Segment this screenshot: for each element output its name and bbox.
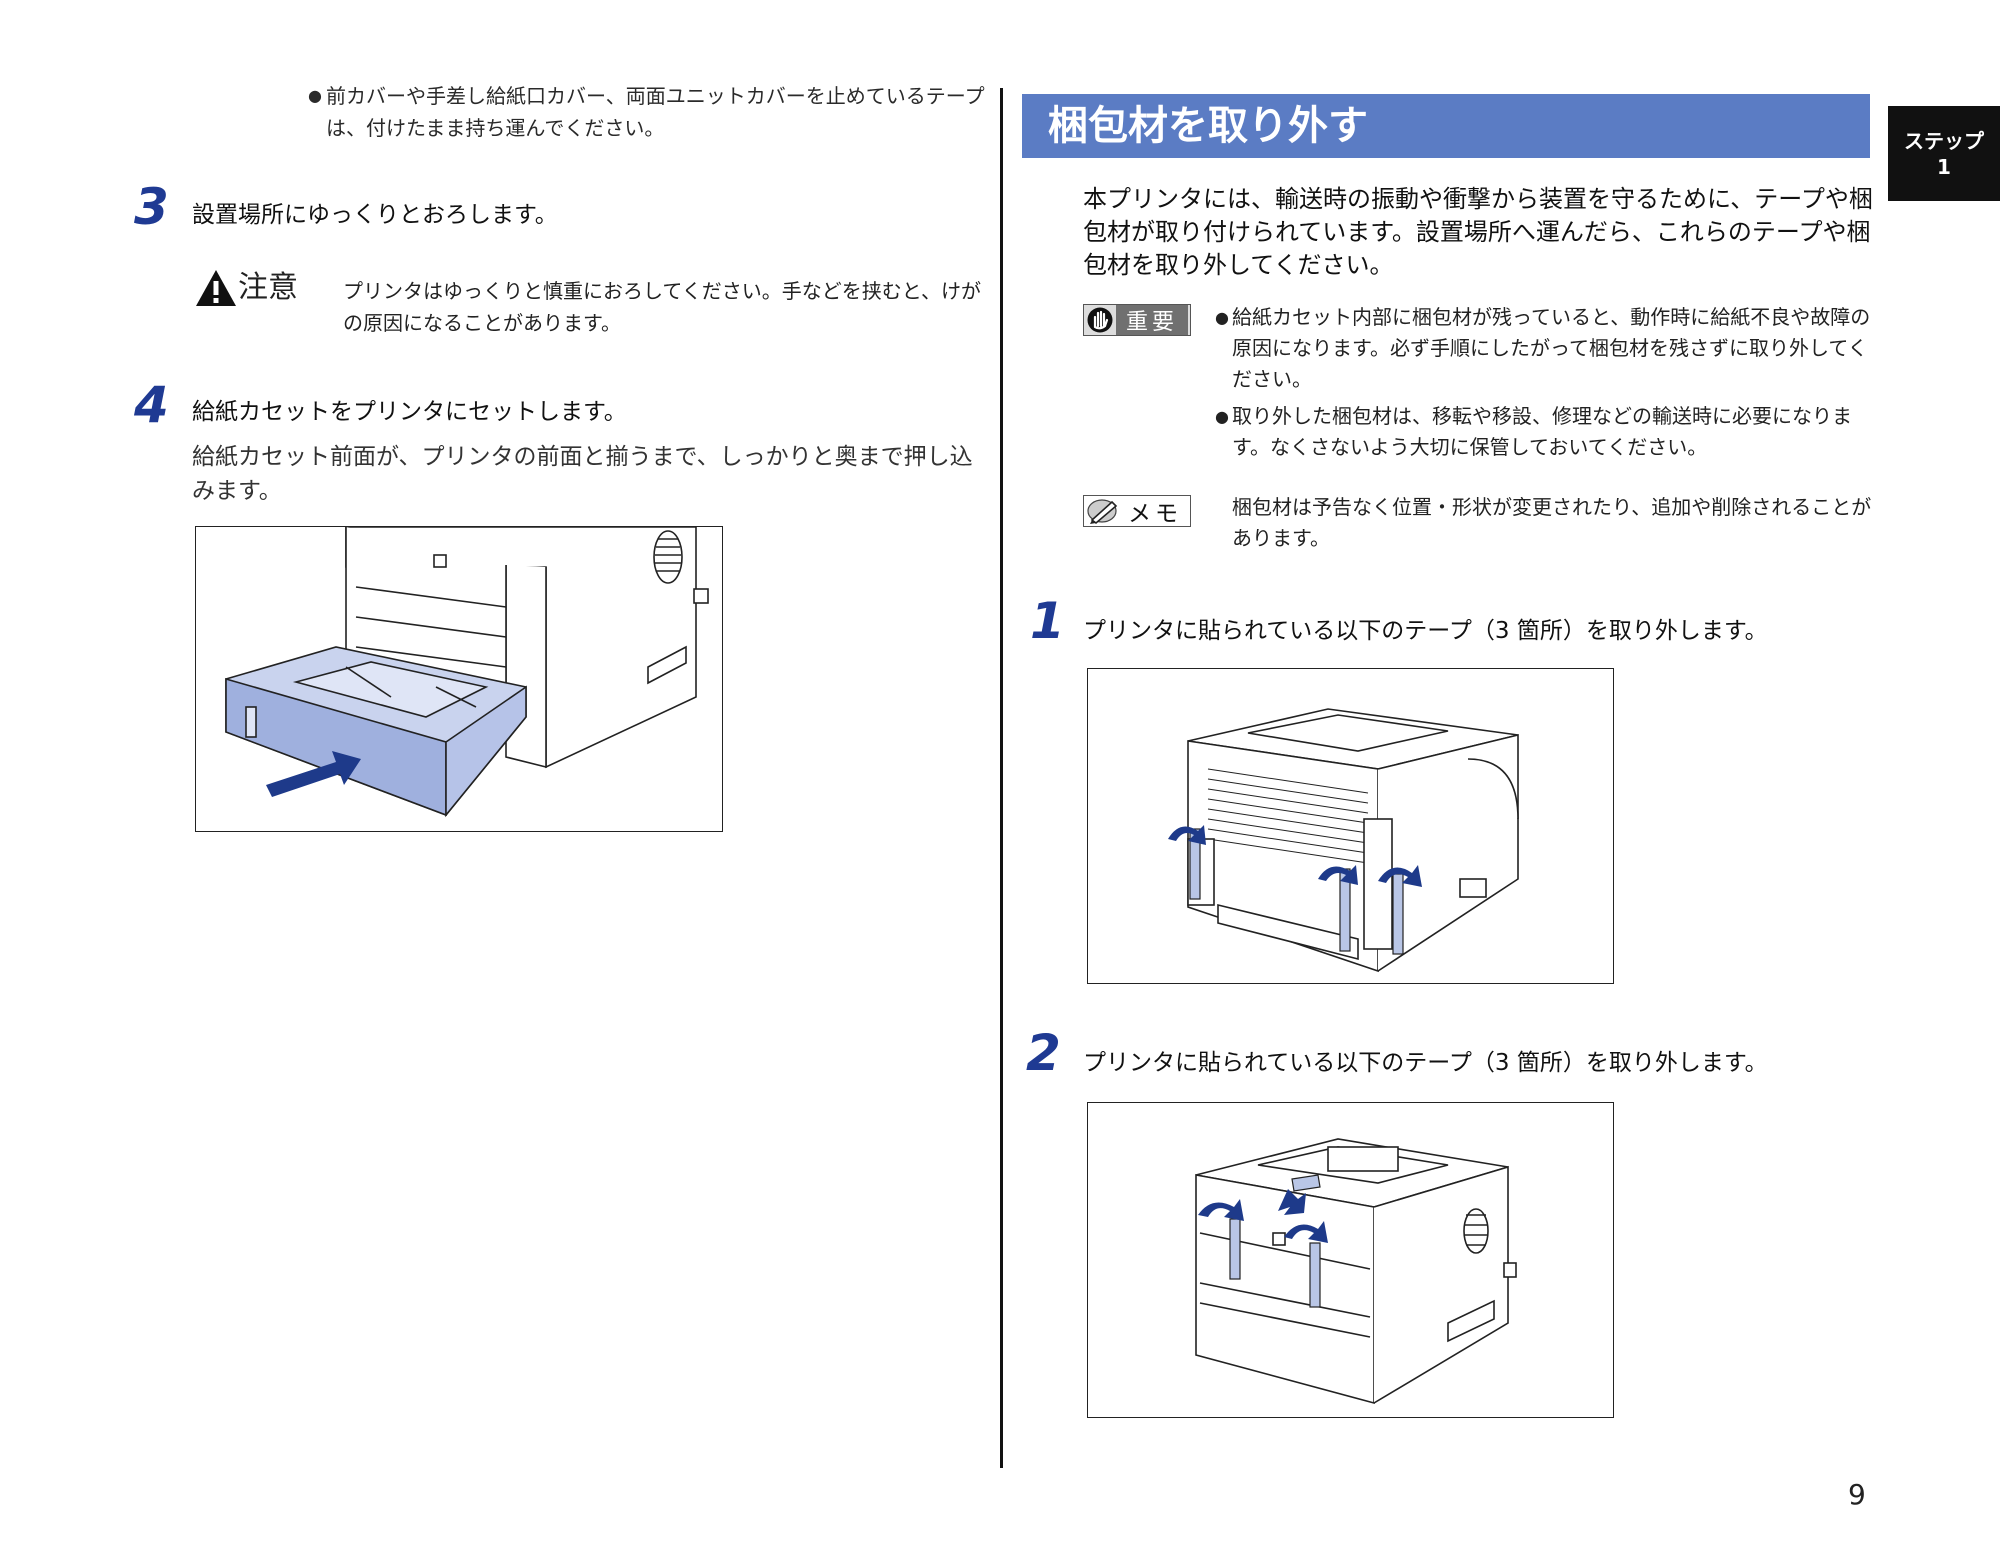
printer-front-illustration xyxy=(1195,1138,1517,1405)
bullet-dot: ● xyxy=(308,86,322,105)
cassette-insertion-figure xyxy=(195,526,723,832)
step-1-text: プリンタに貼られている以下のテープ（3 箇所）を取り外します。 xyxy=(1083,618,1768,644)
step-2-text: プリンタに貼られている以下のテープ（3 箇所）を取り外します。 xyxy=(1083,1050,1768,1076)
important-list: ● 給紙カセット内部に梱包材が残っていると、動作時に給紙不良や故障の原因になりま… xyxy=(1215,302,1872,469)
warning-icon xyxy=(196,270,236,306)
bullet-dot: ● xyxy=(1215,308,1229,327)
important-label: 重要 xyxy=(1116,305,1189,335)
important-item: ● 取り外した梱包材は、移転や移設、修理などの輸送時に必要になります。なくさない… xyxy=(1215,401,1872,463)
important-badge: 重要 xyxy=(1083,304,1191,336)
bullet-dot: ● xyxy=(1215,407,1229,426)
section-title: 梱包材を取り外す xyxy=(1048,103,1368,149)
step-3-number: 3 xyxy=(134,178,169,236)
important-item-text: 給紙カセット内部に梱包材が残っていると、動作時に給紙不良や故障の原因になります。… xyxy=(1232,305,1871,391)
pencil-icon xyxy=(1087,499,1118,525)
stop-hand-icon xyxy=(1087,307,1113,333)
memo-text: 梱包材は予告なく位置・形状が変更されたり、追加や削除されることがあります。 xyxy=(1232,495,1872,550)
cassette-illustration xyxy=(225,527,709,818)
important-item-text: 取り外した梱包材は、移転や移設、修理などの輸送時に必要になります。なくさないよう… xyxy=(1232,404,1852,459)
step-1-number: 1 xyxy=(1030,592,1065,650)
memo-badge: メモ xyxy=(1083,495,1191,527)
step-4-description: 給紙カセット前面が、プリンタの前面と揃うまで、しっかりと奥まで押し込みます。 xyxy=(192,444,973,504)
step-3-text: 設置場所にゆっくりとおろします。 xyxy=(192,202,558,228)
column-divider xyxy=(1000,88,1003,1468)
page-number: 9 xyxy=(1848,1478,1866,1511)
step-4-number: 4 xyxy=(134,376,169,434)
important-item: ● 給紙カセット内部に梱包材が残っていると、動作時に給紙不良や故障の原因になりま… xyxy=(1215,302,1872,395)
side-tab-number: 1 xyxy=(1937,154,1951,179)
section-intro: 本プリンタには、輸送時の振動や衝撃から装置を守るために、テープや梱包材が取り付け… xyxy=(1083,185,1873,279)
step-4-text: 給紙カセットをプリンタにセットします。 xyxy=(192,399,627,425)
front-tape-figure xyxy=(1087,1102,1614,1418)
section-header-bar xyxy=(1022,94,1870,158)
caution-label-text: 注意 xyxy=(238,270,298,305)
step-2-number: 2 xyxy=(1026,1024,1061,1082)
step-side-tab[interactable]: ステップ 1 xyxy=(1888,106,2000,201)
memo-label: メモ xyxy=(1128,501,1182,527)
top-bullet-text: 前カバーや手差し給紙口カバー、両面ユニットカバーを止めているテープは、付けたまま… xyxy=(326,84,985,140)
printer-rear-illustration xyxy=(1168,708,1519,973)
rear-tape-figure xyxy=(1087,668,1614,984)
top-bullet-note: ● 前カバーや手差し給紙口カバー、両面ユニットカバーを止めているテープは、付けた… xyxy=(308,80,986,144)
side-tab-label: ステップ xyxy=(1904,128,1984,153)
caution-label: 注意 xyxy=(194,268,298,308)
caution-text: プリンタはゆっくりと慎重におろしてください。手などを挟むと、けがの原因になること… xyxy=(343,279,981,335)
